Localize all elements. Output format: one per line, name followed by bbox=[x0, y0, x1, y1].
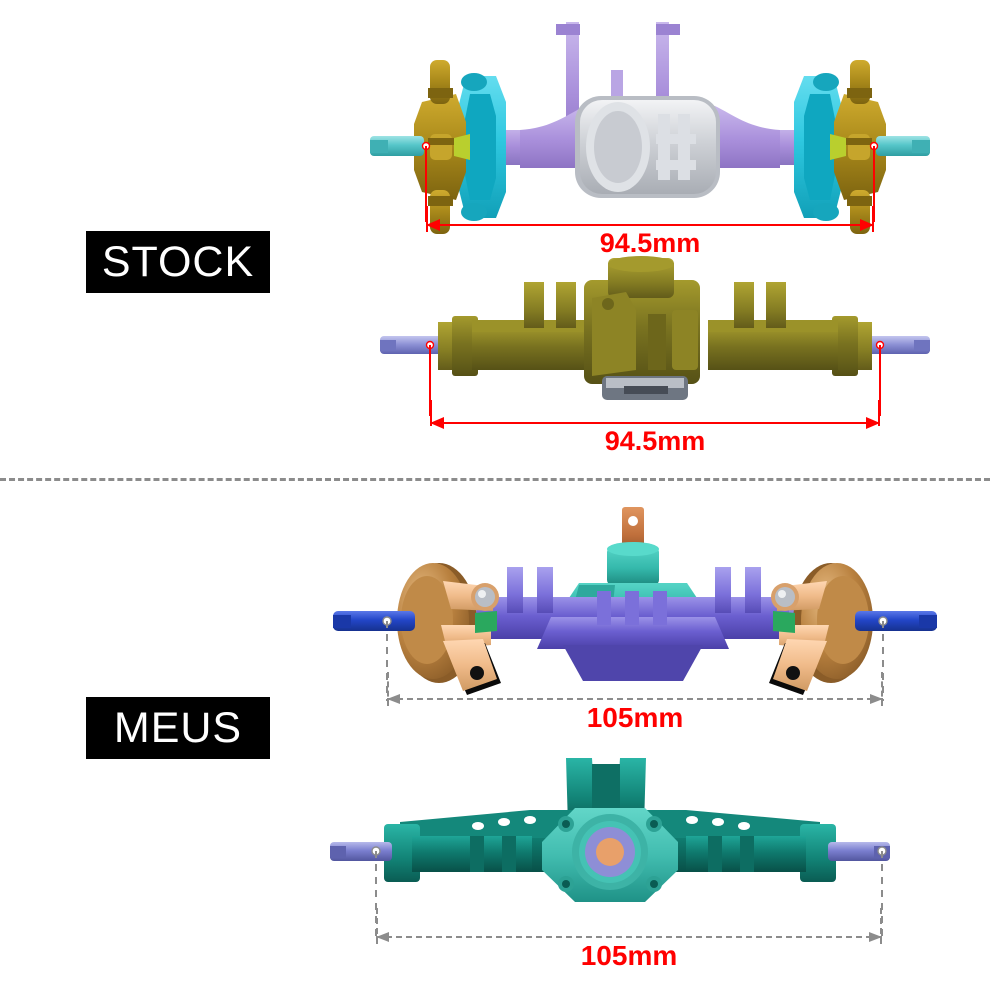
stock-front-left-stub-shaft bbox=[370, 136, 424, 156]
stock-rear-measure-leaders bbox=[380, 258, 930, 418]
meus-front-axle bbox=[325, 505, 945, 695]
ext-line-right bbox=[878, 400, 880, 426]
stock-front-axle bbox=[370, 10, 930, 234]
dimension-bar bbox=[430, 422, 880, 424]
stock-front-right-stub-shaft bbox=[876, 136, 930, 156]
meus-front-top-tab bbox=[622, 507, 644, 553]
dimension-bar bbox=[376, 936, 882, 938]
stock-rear-center-housing bbox=[584, 256, 700, 384]
dimension-meus-front: 105mm bbox=[387, 672, 883, 733]
meus-rear-measure-leaders bbox=[330, 752, 940, 942]
label-meus: MEUS bbox=[86, 697, 270, 759]
stock-front-left-knuckle bbox=[414, 60, 506, 234]
section-divider bbox=[0, 478, 990, 481]
ext-line-right bbox=[881, 672, 883, 706]
stock-rear-axle bbox=[380, 256, 930, 408]
ext-line-left bbox=[387, 672, 389, 706]
dimension-bar bbox=[387, 698, 883, 700]
dimension-stock-rear: 94.5mm bbox=[430, 400, 880, 456]
dimension-stock-front: 94.5mm bbox=[426, 206, 874, 262]
meus-rear-diff-cover bbox=[542, 808, 678, 902]
stock-front-differential-cover bbox=[575, 96, 720, 198]
ext-line-left bbox=[376, 908, 378, 944]
meus-front-left-knuckle bbox=[441, 581, 501, 695]
dimension-meus-rear: 105mm bbox=[376, 908, 882, 971]
stock-front-measure-leaders bbox=[370, 10, 930, 225]
stock-rear-right-stub-shaft bbox=[868, 336, 930, 354]
dimension-label: 105mm bbox=[586, 702, 684, 733]
meus-front-link-mounts bbox=[507, 567, 761, 625]
ext-line-left bbox=[426, 206, 428, 232]
ext-line-right bbox=[880, 908, 882, 944]
stock-rear-diff-cover bbox=[602, 376, 688, 400]
stock-rear-link-mounts bbox=[524, 282, 786, 328]
dimension-label: 105mm bbox=[580, 940, 678, 971]
dimension-bar bbox=[426, 224, 874, 226]
ext-line-right bbox=[872, 206, 874, 232]
dimension-label: 94.5mm bbox=[599, 228, 701, 258]
stock-rear-left-stub-shaft bbox=[380, 336, 442, 354]
meus-front-right-stub-shaft bbox=[855, 611, 937, 631]
meus-front-left-stub-shaft bbox=[333, 611, 415, 631]
dimension-label: 94.5mm bbox=[604, 426, 706, 456]
meus-front-right-knuckle bbox=[769, 581, 829, 695]
meus-rear-bolt-holes bbox=[472, 816, 750, 830]
ext-line-left bbox=[430, 400, 432, 426]
label-stock: STOCK bbox=[86, 231, 270, 293]
